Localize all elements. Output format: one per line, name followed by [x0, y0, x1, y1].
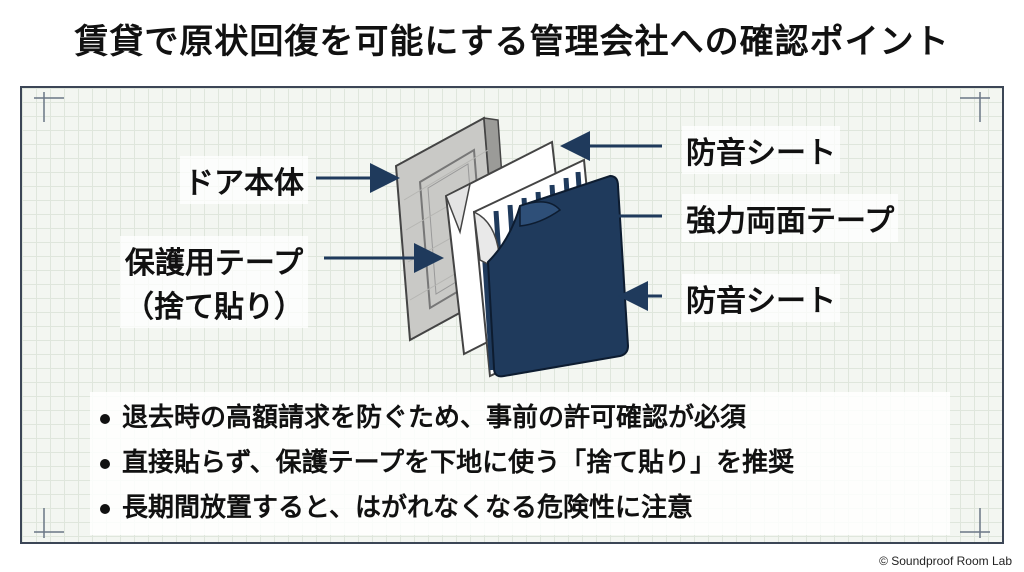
- label-protect-tape-line1: 保護用テープ: [124, 246, 304, 281]
- bullet-dot: [100, 503, 110, 514]
- bullet-list: 退去時の高額請求を防ぐため、事前の許可確認が必須 直接貼らず、保護テープを下地に…: [90, 392, 950, 535]
- copyright: © Soundproof Room Lab: [879, 554, 1012, 568]
- bullet-text: 長期間放置すると、はがれなくなる危険性に注意: [122, 493, 693, 523]
- pointer-arrows: [316, 131, 662, 311]
- label-sound-sheet-bottom: 防音シート: [682, 274, 840, 322]
- corner-marks: [34, 92, 990, 538]
- bullet-text: 直接貼らず、保護テープを下地に使う「捨て貼り」を推奨: [122, 448, 795, 478]
- label-protect-tape-line2: （捨て貼り）: [124, 290, 304, 325]
- bullet-item: 直接貼らず、保護テープを下地に使う「捨て貼り」を推奨: [100, 441, 940, 486]
- label-sound-sheet-top: 防音シート: [682, 126, 840, 174]
- label-double-tape: 強力両面テープ: [682, 194, 899, 242]
- label-protect-tape: 保護用テープ （捨て貼り）: [120, 236, 308, 328]
- bullet-item: 長期間放置すると、はがれなくなる危険性に注意: [100, 486, 940, 531]
- bullet-item: 退去時の高額請求を防ぐため、事前の許可確認が必須: [100, 396, 940, 441]
- bullet-dot: [100, 458, 110, 469]
- page-title: 賃貸で原状回復を可能にする管理会社への確認ポイント: [74, 22, 950, 62]
- bullet-dot: [100, 413, 110, 424]
- bullet-text: 退去時の高額請求を防ぐため、事前の許可確認が必須: [122, 403, 747, 433]
- label-door: ドア本体: [180, 156, 308, 204]
